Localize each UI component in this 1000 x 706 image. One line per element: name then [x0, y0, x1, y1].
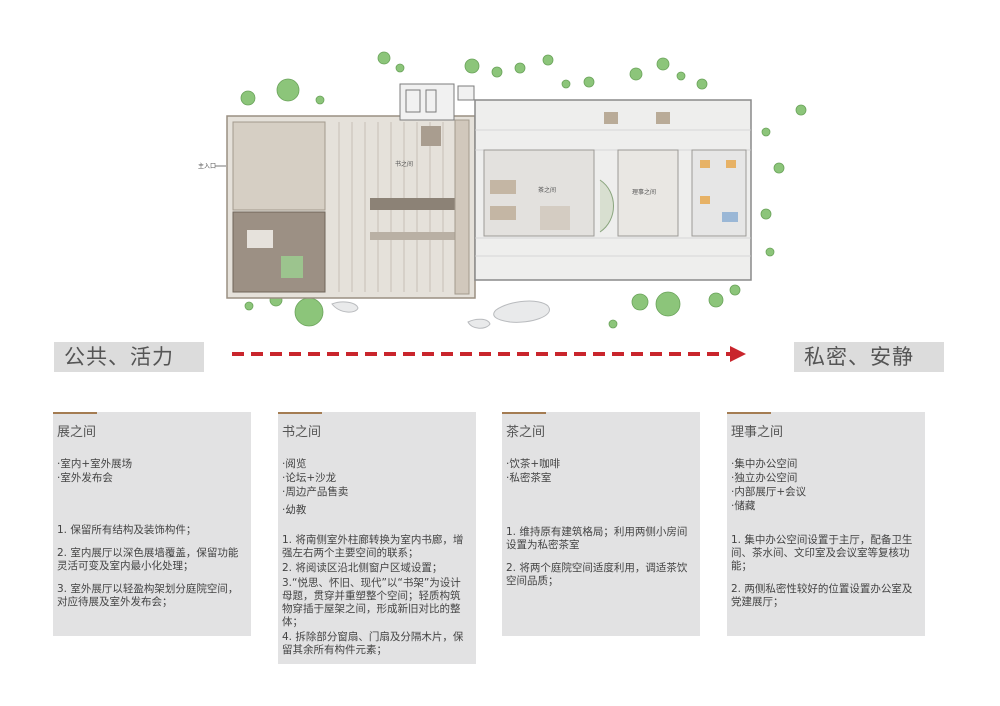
card-title: 书之间 [282, 425, 322, 440]
note-item: 2. 将阅读区沿北侧窗户区域设置； [282, 562, 443, 574]
list-item: ·独立办公空间 [731, 472, 798, 484]
list-item: ·内部展厅+会议 [731, 486, 807, 498]
public-vitality-label: 公共、活力 [54, 342, 204, 372]
floor-plan: 书之间 主入口 茶之间 理事之间 [198, 51, 807, 329]
card-items: ·阅览 ·论坛+沙龙 ·周边产品售卖 ·幼教 [282, 458, 348, 518]
note-item: 1. 维持原有建筑格局；利用两侧小房间设置为私密茶室 [506, 526, 688, 551]
list-item: ·集中办公空间 [731, 458, 798, 470]
private-quiet-label: 私密、安静 [794, 342, 944, 372]
entrance-label: 主入口 [198, 162, 216, 170]
room-label-tea: 茶之间 [538, 186, 556, 194]
card-notes: 1. 保留所有结构及装饰构件； 2. 室内展厅以深色展墙覆盖，保留功能灵活可变及… [57, 524, 245, 619]
card-items: ·集中办公空间 ·独立办公空间 ·内部展厅+会议 ·储藏 [731, 458, 806, 514]
list-item: ·室内+室外展场 [57, 458, 133, 470]
room-label-book: 书之间 [395, 160, 413, 168]
tree-icons [240, 51, 807, 329]
card-accent-bar [53, 412, 97, 414]
list-item: ·私密茶室 [506, 472, 552, 484]
card-accent-bar [727, 412, 771, 414]
note-item: 2. 将两个庭院空间适度利用，调适茶饮空间品质； [506, 562, 688, 587]
card-exhibition: 展之间 ·室内+室外展场 ·室外发布会 1. 保留所有结构及装饰构件； 2. 室… [53, 412, 251, 636]
card-tea: 茶之间 ·饮茶+咖啡 ·私密茶室 1. 维持原有建筑格局；利用两侧小房间设置为私… [502, 412, 700, 636]
card-notes: 1. 维持原有建筑格局；利用两侧小房间设置为私密茶室 2. 将两个庭院空间适度利… [506, 526, 694, 598]
list-item: ·室外发布会 [57, 472, 113, 484]
card-admin: 理事之间 ·集中办公空间 ·独立办公空间 ·内部展厅+会议 ·储藏 1. 集中办… [727, 412, 925, 636]
card-title: 茶之间 [506, 425, 546, 440]
card-title: 展之间 [57, 425, 97, 440]
card-items: ·室内+室外展场 ·室外发布会 [57, 458, 132, 486]
note-item: 1. 保留所有结构及装饰构件； [57, 524, 197, 536]
card-items: ·饮茶+咖啡 ·私密茶室 [506, 458, 560, 486]
card-accent-bar [278, 412, 322, 414]
list-item: ·周边产品售卖 [282, 486, 349, 498]
card-accent-bar [502, 412, 546, 414]
list-item: ·幼教 [282, 504, 307, 516]
list-item: ·饮茶+咖啡 [506, 458, 561, 470]
note-item: 3.“悦思、怀旧、现代”以“书架”为设计母题，贯穿并重塑整个空间；轻质构筑物穿插… [282, 577, 461, 628]
note-item: 1. 将南侧室外柱廊转换为室内书廊，增强左右两个主要空间的联系； [282, 534, 464, 559]
list-item: ·论坛+沙龙 [282, 472, 337, 484]
card-notes: 1. 集中办公空间设置于主厅，配备卫生间、茶水间、文印室及会议室等复核功能； 2… [731, 534, 919, 619]
card-title: 理事之间 [731, 425, 784, 440]
note-item: 4. 拆除部分窗扇、门扇及分隔木片，保留其余所有构件元素； [282, 631, 464, 656]
note-item: 1. 集中办公空间设置于主厅，配备卫生间、茶水间、文印室及会议室等复核功能； [731, 534, 913, 572]
note-item: 3. 室外展厅以轻盈构架划分庭院空间，对应待展及室外发布会； [57, 583, 239, 608]
card-book: 书之间 ·阅览 ·论坛+沙龙 ·周边产品售卖 ·幼教 1. 将南侧室外柱廊转换为… [278, 412, 476, 664]
list-item: ·阅览 [282, 458, 307, 470]
room-label-admin: 理事之间 [632, 188, 656, 196]
note-item: 2. 两侧私密性较好的位置设置办公室及党建展厅； [731, 583, 913, 608]
card-notes: 1. 将南侧室外柱廊转换为室内书廊，增强左右两个主要空间的联系； 2. 将阅读区… [282, 534, 470, 659]
note-item: 2. 室内展厅以深色展墙覆盖，保留功能灵活可变及室内最小化处理； [57, 547, 239, 572]
list-item: ·储藏 [731, 500, 756, 512]
direction-arrow-icon [232, 346, 746, 362]
